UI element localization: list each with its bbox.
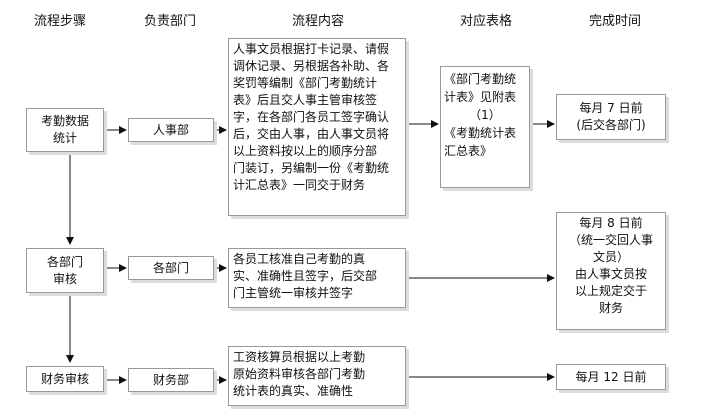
content-line: 奖罚等编制《部门考勤统计 [233,76,378,90]
time-line: 以上规定交于 [574,284,647,298]
content-line: 字，在各部门各员工签字确认 [233,110,390,124]
time-row2: 每月 8 日前 （统一交回人事 文员） 由人事文员按 以上规定交于 财务 [556,212,666,330]
time-line: 文员） [592,250,629,264]
time-line: （统一交回人事 [568,233,653,247]
content-line: 表》后且交人事主管审核签 [233,93,378,107]
dept-finance: 财务部 [128,368,214,392]
content-line: 实、准确性且签字，后交部 [233,269,378,283]
content-attendance-stats: 人事文员根据打卡记录、请假 调休记录、另根据各补助、各 奖罚等编制《部门考勤统计… [228,38,406,216]
header-table: 对应表格 [459,14,512,29]
content-line: 后，交由人事，由人事文员将 [233,127,390,141]
content-dept-review: 各员工核准自己考勤的真 实、准确性且签字，后交部 门主管统一审核并签字 [228,248,406,308]
content-line: 人事文员根据打卡记录、请假 [233,42,390,56]
content-line: 以上资料按以上的顺序分部 [233,144,378,158]
header-process-step: 流程步骤 [33,14,86,29]
table-line: 《考勤统计表 [444,126,517,140]
time-row3: 每月 12 日前 [556,364,666,390]
header-responsible-dept: 负责部门 [143,14,196,29]
table-line: （1） [469,108,501,122]
content-line: 调休记录、另根据各补助、各 [233,59,390,73]
time-row1: 每月 7 日前 (后交各部门) [556,94,666,140]
content-finance-review: 工资核算员根据以上考勤 原始资料审核各部门考勤 统计表的真实、准确性 [228,346,406,406]
step-dept-review: 各部门 审核 [26,248,104,293]
content-line: 门主管统一审核并签字 [233,286,354,300]
content-line: 计汇总表》一同交于财务 [233,178,366,192]
content-line: 各员工核准自己考勤的真 [233,252,366,266]
time-line: 由人事文员按 [574,267,647,281]
step-label-line: 统计 [52,131,77,145]
table-line: 《部门考勤统 [444,72,517,86]
step-label-line: 各部门 [46,254,83,269]
dept-all-depts: 各部门 [128,256,214,280]
content-line: 统计表的真实、准确性 [233,384,354,398]
header-completion-time: 完成时间 [588,14,641,29]
time-line: (后交各部门) [576,118,646,132]
time-line: 每月 8 日前 [579,216,643,230]
time-line: 每月 7 日前 [579,101,643,115]
table-line: 计表》见附表 [444,90,517,104]
content-line: 工资核算员根据以上考勤 [233,350,366,364]
step-finance-review: 财务审核 [26,366,104,392]
time-line: 财务 [598,301,623,315]
header-process-content: 流程内容 [291,14,344,29]
step-attendance-stats: 考勤数据 统计 [26,108,104,152]
table-attendance-forms: 《部门考勤统 计表》见附表 （1） 《考勤统计表 汇总表》 [440,66,530,188]
step-label-line: 考勤数据 [40,114,89,128]
table-line: 汇总表》 [444,144,493,158]
content-line: 原始资料审核各部门考勤 [233,367,366,381]
content-line: 门装订，另编制一份《考勤统 [233,161,390,175]
step-label-line: 审核 [52,271,77,286]
dept-hr: 人事部 [128,118,214,142]
